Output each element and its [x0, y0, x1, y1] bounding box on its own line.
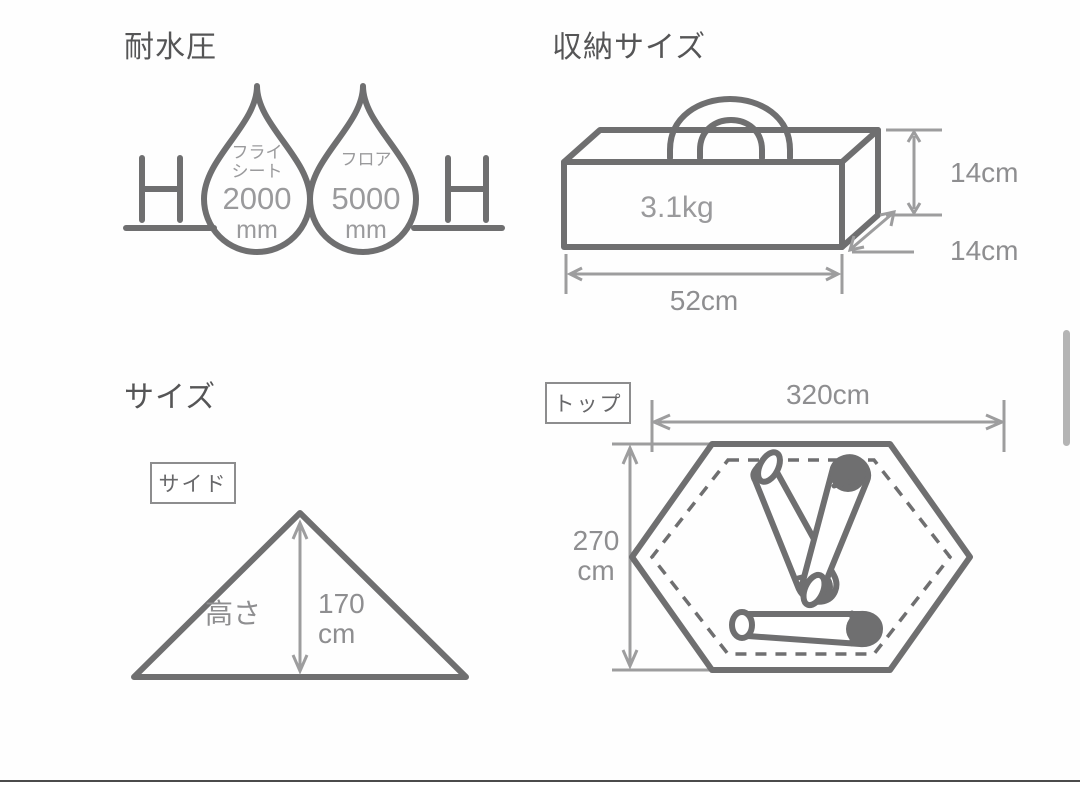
view-tag-side: サイド — [150, 462, 236, 504]
droplet-value: 5000 — [332, 181, 401, 216]
top-width-label: 320cm — [786, 379, 870, 410]
tent-height-unit: cm — [318, 618, 355, 649]
section-title-size: サイズ — [124, 381, 217, 414]
tent-hexagon-outline — [629, 441, 973, 673]
top-depth-value: 270 — [573, 525, 620, 556]
droplet-fly-sheet: フライ シート 2000 mm — [201, 83, 313, 255]
vertical-scrollbar-thumb[interactable] — [1063, 330, 1070, 446]
bottom-divider — [0, 780, 1080, 782]
droplet-value: 2000 — [223, 181, 292, 216]
dimension-tent-height — [291, 519, 309, 675]
dimension-height: 14cm — [886, 128, 1018, 217]
depth-dimension-label: 14cm — [950, 235, 1018, 266]
height-word-label: 高さ — [205, 598, 261, 629]
side-view-diagram: 高さ 170 cm — [131, 510, 469, 680]
view-tag-top-label: トップ — [553, 393, 623, 416]
tent-side-triangle — [131, 510, 469, 680]
droplet-label-line1: フライ — [232, 143, 283, 162]
storage-size-diagram: 3.1kg 14cm 14cm 52cm — [561, 96, 1018, 316]
view-tag-side-label: サイド — [158, 473, 228, 496]
dimension-width: 52cm — [564, 254, 844, 316]
dimension-top-depth: 270 cm — [573, 444, 639, 670]
water-pressure-diagram: フライ シート 2000 mm フロア 5000 mm — [123, 83, 505, 255]
sleeping-bag-2 — [799, 454, 872, 609]
view-tag-top: トップ — [545, 382, 631, 424]
top-view-diagram: 320cm 270 cm — [573, 379, 1006, 673]
weight-label: 3.1kg — [640, 191, 713, 224]
dimension-depth: 14cm — [847, 210, 1018, 266]
droplet-label-line1: フロア — [341, 150, 392, 169]
tent-height-value: 170 — [318, 588, 365, 619]
droplet-label-line2: シート — [232, 162, 283, 181]
height-dimension-label: 14cm — [950, 157, 1018, 188]
sleeping-bag-3 — [729, 609, 883, 648]
h-symbol-left — [123, 155, 217, 231]
section-title-water-pressure: 耐水圧 — [124, 31, 217, 64]
droplet-floor: フロア 5000 mm — [307, 83, 419, 255]
h-symbol-right — [411, 155, 505, 231]
tent-hexagon-inner-dashed — [649, 458, 953, 656]
droplet-unit: mm — [345, 216, 387, 244]
section-title-storage-size: 収納サイズ — [552, 31, 707, 64]
dimension-top-width: 320cm — [650, 379, 1006, 431]
storage-bag-box — [561, 127, 881, 250]
top-depth-unit: cm — [577, 555, 614, 586]
droplet-unit: mm — [236, 216, 278, 244]
width-dimension-label: 52cm — [670, 285, 738, 316]
